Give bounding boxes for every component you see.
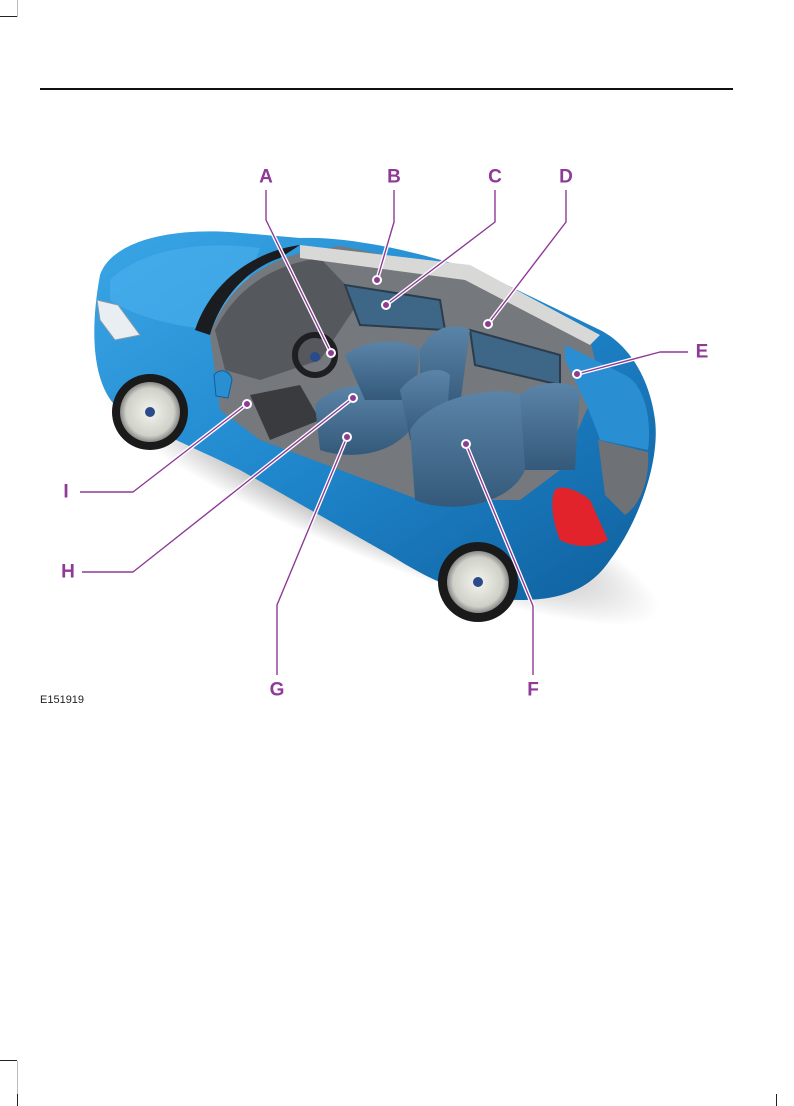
crop-mark-bottom-left-v: [17, 1061, 18, 1106]
passenger-seat-cushion: [345, 341, 420, 400]
front-wheel: [112, 374, 188, 450]
callout-dot-f: [461, 439, 471, 449]
callout-dot-i: [242, 399, 252, 409]
steering-badge: [310, 352, 320, 362]
callout-label-b: B: [387, 166, 401, 188]
crop-mark-bottom-right-tick: [776, 1094, 777, 1106]
callout-dots: [242, 275, 582, 449]
dashboard: [215, 258, 360, 380]
callout-dot-b: [372, 275, 382, 285]
callout-label-e: E: [695, 341, 709, 363]
rear-seat-back: [520, 383, 580, 470]
callout-label-c: C: [488, 166, 502, 188]
callout-dot-g: [342, 432, 352, 442]
car-illustration: [80, 190, 688, 675]
callout-dot-a: [326, 348, 336, 358]
crop-mark-bottom-left-tick: [17, 1094, 18, 1106]
floor-mat: [250, 385, 320, 440]
callout-dot-h: [348, 393, 358, 403]
crop-mark-bottom-left-h: [0, 1060, 17, 1061]
callout-dot-e: [572, 369, 582, 379]
rear-wheel: [438, 542, 518, 622]
callout-label-f: F: [527, 679, 539, 701]
callout-label-i: I: [63, 481, 69, 503]
callout-dot-d: [483, 319, 493, 329]
headlight: [96, 299, 141, 341]
figure-id-label: E151919: [40, 694, 85, 706]
tailgate-interior: [598, 440, 649, 515]
roof-rail: [300, 245, 600, 345]
header-rule: [40, 88, 733, 90]
crop-mark-top-left-h: [0, 16, 17, 17]
driver-seat-cushion: [315, 385, 410, 455]
taillight: [552, 487, 608, 546]
leader-lines: [80, 190, 688, 675]
windshield-frame: [195, 245, 300, 335]
callout-label-h: H: [61, 561, 75, 583]
car-cutaway-figure: A B C D E F G H I E151919: [40, 166, 709, 707]
callout-label-a: A: [259, 166, 273, 188]
callout-dot-c: [381, 300, 391, 310]
callout-label-g: G: [269, 679, 285, 701]
crop-mark-top-left-v: [17, 0, 18, 17]
callout-label-d: D: [559, 166, 573, 188]
side-mirror: [213, 370, 233, 399]
